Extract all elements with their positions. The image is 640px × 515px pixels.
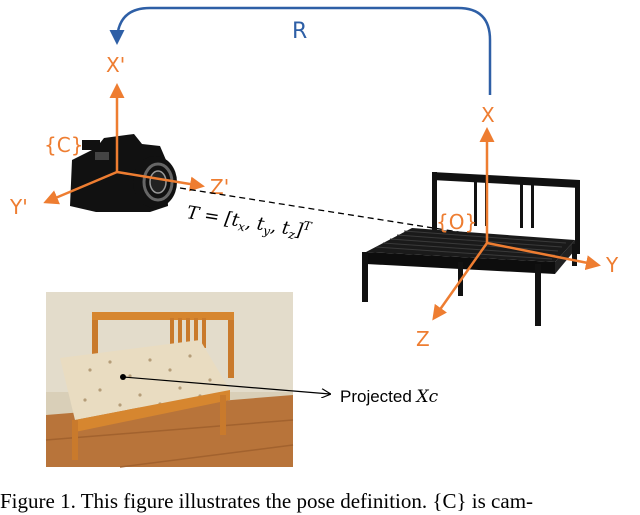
- bed-photo: [45, 292, 294, 468]
- figure-caption: Figure 1. This figure illustrates the po…: [0, 489, 534, 513]
- object-y-label: Y: [605, 253, 619, 277]
- camera-z-axis: [116, 170, 205, 192]
- rotation-label: R: [292, 19, 307, 44]
- camera-z-label: Z': [210, 175, 229, 199]
- object-z-label: Z: [416, 327, 430, 351]
- camera-x-label: X': [106, 53, 125, 77]
- projection-arrow: [122, 376, 330, 394]
- object-y-axis: [486, 241, 601, 271]
- translation-equation: T = [tx, ty, tz]T: [185, 200, 313, 244]
- rotation-arrow: [109, 6, 492, 95]
- object-z-axis: [432, 242, 489, 321]
- translation-line: [179, 187, 485, 237]
- camera-y-label: Y': [9, 195, 28, 219]
- object-frame-label: {O}: [436, 210, 477, 234]
- object-x-label: X: [481, 103, 495, 127]
- camera-y-axis: [43, 170, 118, 205]
- bed-model: [362, 172, 580, 326]
- projection-label: Projected Xc: [340, 387, 439, 407]
- camera-frame-label: {C}: [44, 133, 83, 157]
